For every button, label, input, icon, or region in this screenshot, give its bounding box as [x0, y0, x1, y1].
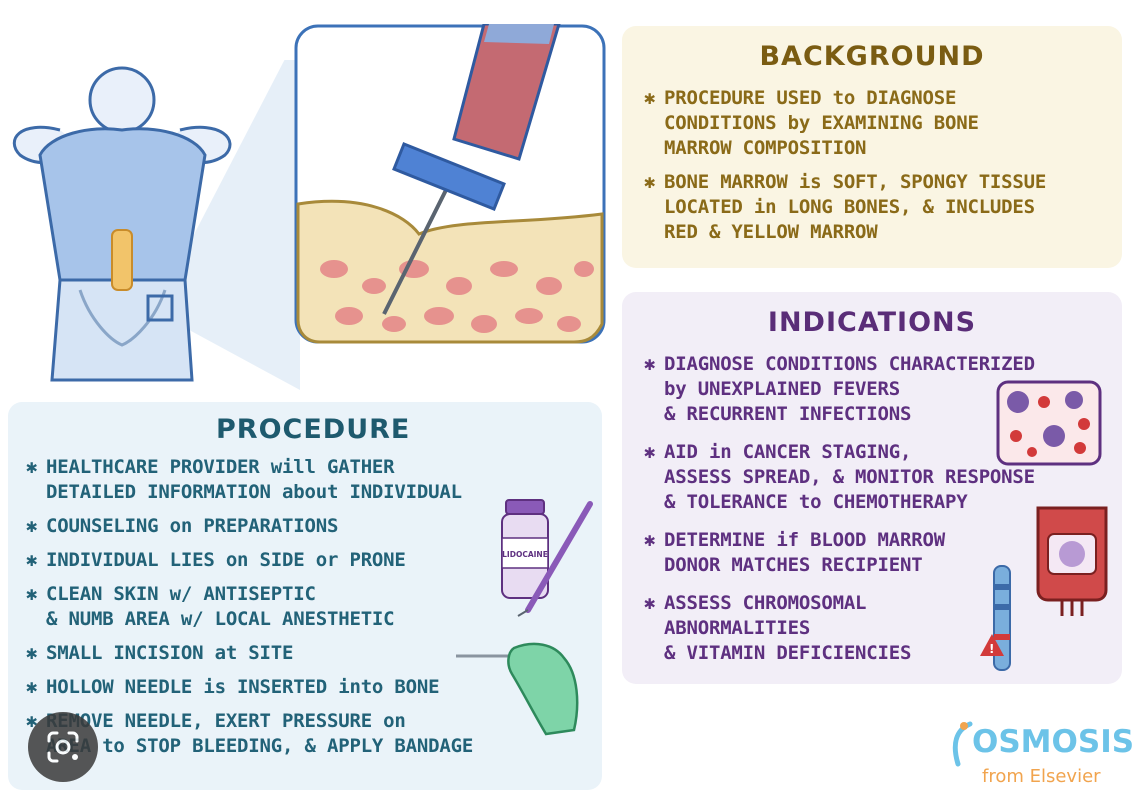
procedure-panel: PROCEDURE ✱ HEALTHCARE PROVIDER will GAT… [8, 402, 602, 790]
list-item: ✱ REMOVE NEEDLE, EXERT PRESSURE on AREA … [26, 710, 474, 757]
asterisk-icon: ✱ [26, 583, 38, 605]
procedure-title: PROCEDURE [216, 414, 411, 445]
asterisk-icon: ✱ [26, 456, 38, 478]
indications-title: INDICATIONS [767, 307, 977, 338]
asterisk-icon: ✱ [26, 710, 38, 732]
svg-text:!: ! [989, 642, 994, 656]
logo-subtitle: from Elsevier [982, 766, 1101, 787]
indications-list: ✱ DIAGNOSE CONDITIONS CHARACTERIZED by U… [644, 352, 1122, 666]
camera-lens-button[interactable] [28, 712, 98, 782]
procedure-list: ✱ HEALTHCARE PROVIDER will GATHER DETAIL… [26, 455, 602, 759]
list-item: ✱ PROCEDURE USED to DIAGNOSE CONDITIONS … [644, 87, 979, 159]
list-item: ✱ SMALL INCISION at SITE [26, 642, 294, 664]
blood-smear-illustration [996, 380, 1102, 466]
asterisk-icon: ✱ [644, 171, 656, 193]
list-item: ✱ AID in CANCER STAGING, ASSESS SPREAD, … [644, 441, 1035, 513]
logo-name: OSMOSIS [972, 724, 1135, 760]
bone-marrow-needle-illustration [294, 24, 606, 344]
vial-label: LIDOCAINE [502, 550, 548, 559]
asterisk-icon: ✱ [644, 592, 656, 614]
background-panel: BACKGROUND ✱ PROCEDURE USED to DIAGNOSE … [622, 26, 1122, 268]
asterisk-icon: ✱ [644, 441, 656, 463]
camera-lens-icon [47, 731, 79, 763]
list-item: ✱ HOLLOW NEEDLE is INSERTED into BONE [26, 676, 440, 698]
chromosome-illustration: ! [980, 565, 1011, 671]
asterisk-icon: ✱ [26, 676, 38, 698]
lidocaine-vial-illustration: LIDOCAINE [501, 499, 593, 617]
background-list: ✱ PROCEDURE USED to DIAGNOSE CONDITIONS … [644, 86, 1122, 245]
asterisk-icon: ✱ [26, 515, 38, 537]
list-item: ✱ ASSESS CHROMOSOMAL ABNORMALITIES & VIT… [644, 592, 912, 664]
list-item: ✱ CLEAN SKIN w/ ANTISEPTIC & NUMB AREA w… [26, 583, 395, 630]
list-item: ✱ COUNSELING on PREPARATIONS [26, 515, 339, 537]
list-item: ✱ HEALTHCARE PROVIDER will GATHER DETAIL… [26, 456, 462, 503]
blood-bag-illustration [1036, 506, 1108, 616]
asterisk-icon: ✱ [644, 529, 656, 551]
logo-mark-icon [952, 721, 973, 767]
asterisk-icon: ✱ [644, 353, 656, 375]
asterisk-icon: ✱ [644, 87, 656, 109]
list-item: ✱ DIAGNOSE CONDITIONS CHARACTERIZED by U… [644, 353, 1035, 425]
asterisk-icon: ✱ [26, 549, 38, 571]
list-item: ✱ INDIVIDUAL LIES on SIDE or PRONE [26, 549, 406, 571]
indications-panel: INDICATIONS ✱ DIAGNOSE CONDITIONS CHARAC… [622, 292, 1122, 684]
patient-illustration [12, 60, 300, 390]
background-title: BACKGROUND [759, 41, 985, 72]
list-item: ✱ BONE MARROW is SOFT, SPONGY TISSUE LOC… [644, 171, 1047, 243]
gloved-hand-scalpel-illustration [456, 642, 579, 736]
list-item: ✱ DETERMINE if BLOOD MARROW DONOR MATCHE… [644, 529, 945, 576]
asterisk-icon: ✱ [26, 642, 38, 664]
osmosis-logo: OSMOSIS from Elsevier [950, 718, 1134, 788]
